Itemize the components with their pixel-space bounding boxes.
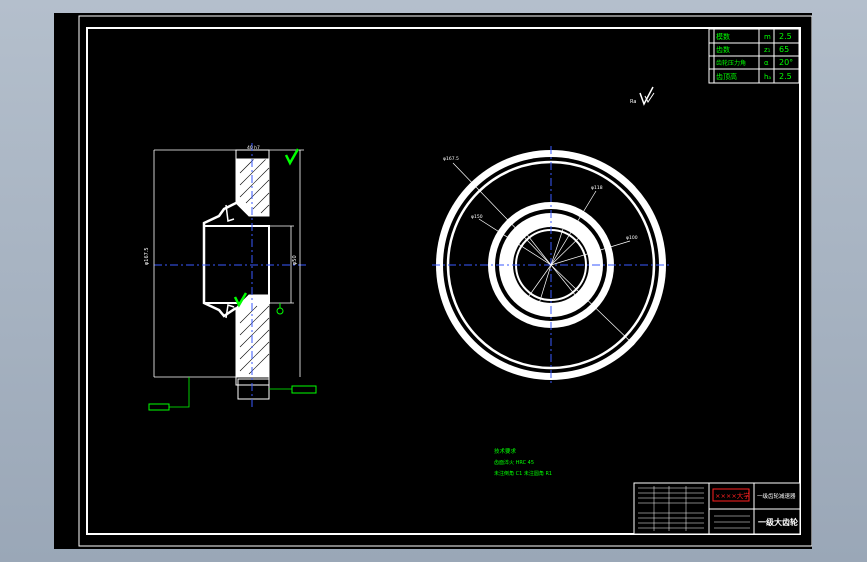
param-value: 2.5 (779, 72, 792, 81)
gear-front-view: φ167.5 φ150 φ118 φ100 (432, 146, 672, 385)
title-block: ××××大学 一级齿轮减速器 一级大齿轮 (633, 482, 801, 535)
svg-text:φ150: φ150 (471, 214, 483, 220)
svg-text:φ118: φ118 (591, 185, 603, 191)
gear-drawing: 模数 m 2.5 齿数 z₁ 65 齿轮压力角 α 20° 齿顶高 hₐ 2.5… (78, 15, 812, 547)
outer-border (78, 15, 812, 547)
drawing-name: 一级大齿轮 (758, 517, 798, 527)
notes-line: 未注倒角 C1 未注圆角 R1 (494, 470, 552, 477)
gear-parameter-table: 模数 m 2.5 齿数 z₁ 65 齿轮压力角 α 20° 齿顶高 hₐ 2.5 (708, 28, 800, 84)
param-symbol: α (764, 59, 769, 67)
param-value: 2.5 (779, 32, 792, 41)
svg-text:φ50: φ50 (292, 255, 298, 265)
project-name: 一级齿轮减速器 (757, 492, 796, 500)
param-name: 齿数 (716, 45, 730, 54)
svg-text:φ167.5: φ167.5 (443, 156, 459, 162)
school-name: ××××大学 (715, 491, 750, 500)
param-name: 齿轮压力角 (716, 59, 746, 67)
param-name: 齿顶高 (716, 72, 737, 81)
technical-notes: 技术要求 齿面淬火 HRC 45 未注倒角 C1 未注圆角 R1 (494, 447, 552, 477)
param-value: 20° (779, 58, 793, 67)
roughness-mark-icon (233, 292, 248, 308)
param-symbol: hₐ (764, 73, 771, 81)
roughness-symbol-icon: Ra (630, 86, 655, 106)
notes-line: 齿面淬火 HRC 45 (494, 459, 534, 466)
svg-text:40 h7: 40 h7 (247, 145, 260, 151)
inner-border (86, 27, 801, 535)
notes-title: 技术要求 (494, 447, 517, 455)
svg-text:φ167.5: φ167.5 (144, 247, 150, 265)
svg-text:φ100: φ100 (626, 235, 638, 241)
gear-section-view: φ167.5 φ50 40 h7 (144, 143, 317, 411)
param-symbol: z₁ (764, 46, 771, 54)
param-name: 模数 (716, 32, 730, 41)
svg-text:Ra: Ra (630, 99, 636, 105)
param-value: 65 (779, 45, 789, 54)
param-symbol: m (764, 33, 771, 41)
roughness-mark-icon (284, 148, 300, 166)
cad-viewport[interactable]: 模数 m 2.5 齿数 z₁ 65 齿轮压力角 α 20° 齿顶高 hₐ 2.5… (54, 13, 812, 549)
